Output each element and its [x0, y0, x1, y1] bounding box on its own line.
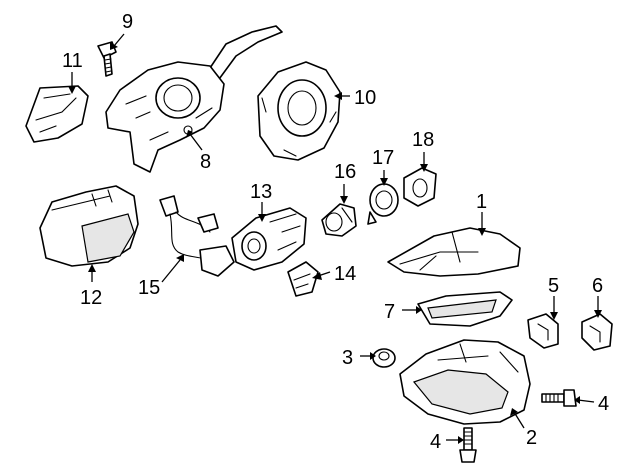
callout-17: 17 [372, 147, 394, 169]
callout-10: 10 [354, 87, 376, 109]
part-17-ring [367, 183, 399, 225]
callout-14: 14 [334, 263, 356, 285]
callout-6: 6 [592, 275, 603, 297]
part-7-trim [417, 291, 513, 327]
callout-4-bottom: 4 [430, 431, 441, 453]
callout-16: 16 [334, 161, 356, 183]
callout-5: 5 [548, 275, 559, 297]
callout-12: 12 [80, 287, 102, 309]
leader-lines [68, 33, 602, 444]
part-18-bezel [403, 167, 437, 207]
part-16-lock-cylinder [321, 203, 357, 237]
part-2-lower-shroud [399, 339, 531, 425]
callout-3: 3 [342, 347, 353, 369]
part-15-harness [159, 195, 235, 277]
callout-18: 18 [412, 129, 434, 151]
callout-13: 13 [250, 181, 272, 203]
callouts: 11 9 8 10 12 15 13 14 16 17 18 1 7 5 6 3… [62, 11, 609, 453]
callout-4-right: 4 [598, 393, 609, 415]
callout-15: 15 [138, 277, 160, 299]
part-3-grommet [372, 348, 396, 368]
part-5-clip [527, 313, 559, 349]
part-10-clockspring [257, 61, 341, 161]
part-13-lock-housing [231, 207, 307, 271]
part-12-cover [39, 185, 139, 267]
callout-9: 9 [122, 11, 133, 33]
callout-2: 2 [526, 427, 537, 449]
callout-11: 11 [62, 50, 83, 72]
part-4-screw-bottom [459, 427, 477, 463]
callout-1: 1 [476, 191, 487, 213]
part-1-upper-shroud [387, 227, 521, 277]
callout-7: 7 [384, 301, 395, 323]
part-6-clip [581, 313, 613, 351]
part-4-screw-right [541, 389, 577, 407]
part-14-switch [287, 261, 319, 297]
callout-8: 8 [200, 151, 211, 173]
part-11-bracket [25, 85, 89, 143]
part-8-combination-switch [105, 25, 283, 173]
